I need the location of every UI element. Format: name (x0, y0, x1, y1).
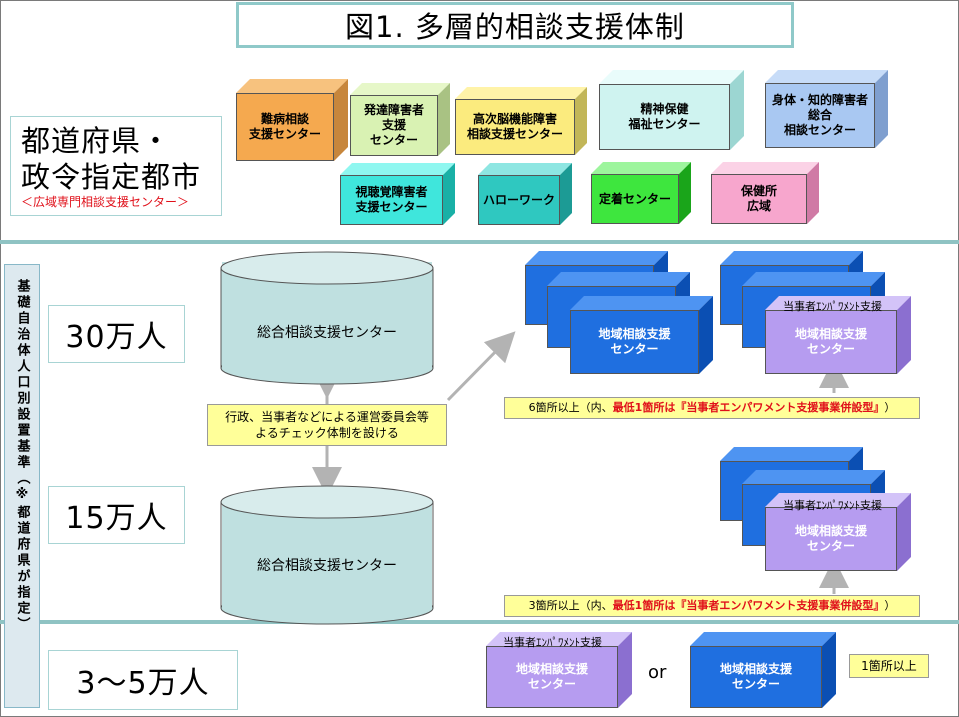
center-line1: ハローワーク (482, 192, 555, 207)
center-line2: 相談支援センター (466, 127, 563, 141)
center-line1: 定着センター (598, 191, 671, 206)
center-line2: 福祉センター (628, 117, 701, 131)
center-box-developmental-disorder: 発達障害者支援センター (350, 83, 450, 156)
population-30-50k: 3〜5万人 (48, 650, 238, 710)
prefecture-line2: 政令指定都市 (21, 160, 202, 194)
regional-box-front: 地域相談支援センター (570, 296, 713, 374)
separator-band-lower (0, 620, 959, 624)
population-300k: 30万人 (48, 305, 185, 363)
regional-label-line2: センター (527, 677, 576, 691)
regional-label-line2: センター (731, 677, 780, 691)
center-box-higher-brain-dysfunction: 高次脳機能障害相談支援センター (455, 87, 587, 155)
cylinder-bottom (220, 485, 434, 625)
empowerment-box: 地域相談支援センター (765, 493, 911, 571)
check-system-note: 行政、当事者などによる運営委員会等よるチェック体制を設ける (207, 404, 447, 446)
center-line1: 視聴覚障害者 (355, 185, 428, 199)
empowerment-tag: 当事者ｴﾝﾊﾟﾜﾒﾝﾄ支援 (783, 499, 882, 512)
center-line2: 支援 (381, 118, 406, 132)
side-label-text: 基礎自治体人口別設置基準（※都道府県が指定） (14, 279, 30, 633)
center-line1: 精神保健 (640, 102, 689, 116)
center-line1: 保健所 (740, 184, 777, 198)
empowerment-tag: 当事者ｴﾝﾊﾟﾜﾒﾝﾄ支援 (503, 636, 602, 649)
regional-label-line1: 地域相談支援 (598, 327, 671, 341)
placement-note-30-50k: 1箇所以上 (849, 654, 929, 678)
cylinder-top (220, 251, 434, 385)
regional-label-line1: 地域相談支援 (794, 524, 867, 538)
side-vertical-label: 基礎自治体人口別設置基準（※都道府県が指定） (4, 264, 40, 708)
separator-band-upper (0, 240, 959, 244)
regional-label-line2: センター (610, 342, 659, 356)
center-line1: 難病相談 (260, 112, 309, 126)
center-line2: 総合 (807, 108, 832, 122)
arrow-to-regional (446, 331, 516, 402)
center-box-health-center: 保健所広域 (711, 162, 819, 224)
center-box-hello-work: ハローワーク (478, 163, 572, 225)
note-prefix: 6箇所以上（内、 (528, 401, 613, 414)
center-line1: 高次脳機能障害 (472, 112, 557, 126)
regional-box-single: 地域相談支援センター (690, 632, 836, 708)
page-title: 図1. 多層的相談支援体制 (236, 2, 794, 48)
note-suffix: ） (884, 599, 896, 612)
center-line1: 身体・知的障害者 (771, 93, 868, 107)
center-line3: 相談センター (783, 123, 856, 137)
placement-note-150k: 3箇所以上（内、最低1箇所は『当事者エンパワメント支援事業併設型』） (504, 595, 920, 617)
regional-label-line1: 地域相談支援 (719, 662, 792, 676)
check-note-line2: よるチェック体制を設ける (255, 426, 399, 440)
empowerment-tag: 当事者ｴﾝﾊﾟﾜﾒﾝﾄ支援 (783, 300, 882, 313)
regional-label-line2: センター (806, 539, 855, 553)
cylinder-top-label: 総合相談支援センター (257, 325, 397, 341)
regional-label-line1: 地域相談支援 (794, 327, 867, 341)
center-box-physical-intellectual: 身体・知的障害者総合相談センター (765, 70, 888, 148)
empowerment-box: 地域相談支援センター (486, 632, 632, 708)
or-text: or (648, 662, 667, 683)
center-line1: 発達障害者 (363, 103, 424, 117)
placement-note-300k: 6箇所以上（内、最低1箇所は『当事者エンパワメント支援事業併設型』） (504, 397, 920, 419)
empowerment-box: 地域相談支援センター (765, 296, 911, 374)
center-line2: 広域 (746, 199, 771, 213)
population-150k: 15万人 (48, 486, 185, 544)
note-prefix: 3箇所以上（内、 (528, 599, 613, 612)
center-line2: 支援センター (248, 127, 321, 141)
center-line3: センター (369, 133, 418, 147)
prefecture-label: 都道府県・ 政令指定都市 ＜広域専門相談支援センター＞ (10, 116, 222, 216)
note-suffix: ） (884, 401, 896, 414)
check-note-line1: 行政、当事者などによる運営委員会等 (225, 410, 429, 424)
center-box-intractable-disease: 難病相談支援センター (236, 79, 348, 161)
prefecture-line1: 都道府県・ (21, 124, 172, 158)
note-highlight: 最低1箇所は『当事者エンパワメント支援事業併設型』 (612, 599, 885, 612)
center-box-settlement: 定着センター (591, 162, 691, 224)
center-line2: 支援センター (355, 200, 428, 214)
center-box-audiovisual: 視聴覚障害者支援センター (340, 163, 455, 225)
regional-label-line1: 地域相談支援 (515, 662, 588, 676)
regional-label-line2: センター (806, 342, 855, 356)
prefecture-subtitle: ＜広域専門相談支援センター＞ (21, 195, 190, 209)
cylinder-bottom-label: 総合相談支援センター (257, 558, 397, 574)
center-box-mental-health: 精神保健福祉センター (599, 70, 744, 150)
note-highlight: 最低1箇所は『当事者エンパワメント支援事業併設型』 (612, 401, 885, 414)
